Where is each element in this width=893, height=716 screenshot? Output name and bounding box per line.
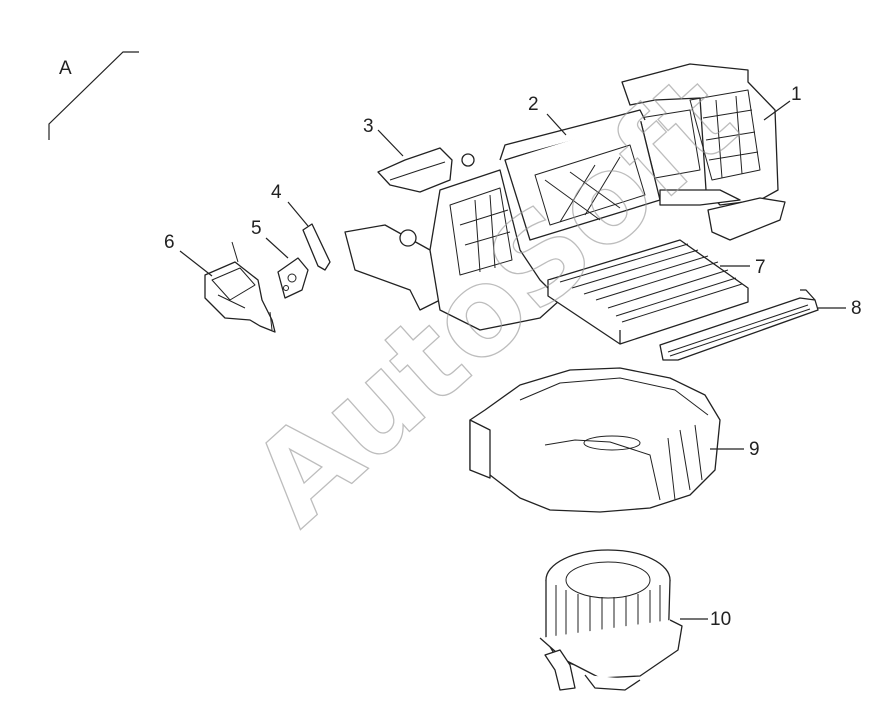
callout-2: 2: [528, 94, 539, 115]
callout-6: 6: [164, 232, 175, 253]
part-housing: [344, 109, 741, 331]
callout-1: 1: [791, 84, 802, 105]
callout-group-6: 6: [164, 232, 213, 277]
callout-group-5: 5: [251, 218, 289, 259]
callout-5: 5: [251, 218, 262, 239]
callout-group-2: 2: [528, 94, 567, 136]
callout-9: 9: [749, 439, 760, 460]
part-blower-fan: [539, 549, 683, 691]
view-label: A: [59, 58, 72, 79]
callout-group-1: 1: [763, 84, 802, 121]
callout-group-4: 4: [271, 182, 309, 227]
callout-group-3: 3: [363, 116, 404, 157]
callout-3: 3: [363, 116, 374, 137]
part-servo-motor: [204, 241, 276, 333]
callout-4: 4: [271, 182, 282, 203]
part-blower-housing: [469, 367, 721, 513]
part-linkage-arm: [302, 223, 331, 271]
part-filter-cover: [659, 289, 819, 361]
callout-group-9: 9: [710, 439, 760, 460]
callout-8: 8: [851, 298, 862, 319]
view-marker-a: A: [48, 51, 139, 140]
callout-group-7: 7: [720, 257, 766, 278]
callout-group-8: 8: [818, 298, 862, 319]
callout-group-10: 10: [680, 609, 731, 630]
part-duct-rear: [621, 63, 786, 241]
part-cabin-filter: [547, 239, 749, 345]
part-inlet-door: [377, 147, 475, 247]
callout-10: 10: [710, 609, 731, 630]
callout-7: 7: [755, 257, 766, 278]
part-actuator-plate: [277, 257, 309, 299]
